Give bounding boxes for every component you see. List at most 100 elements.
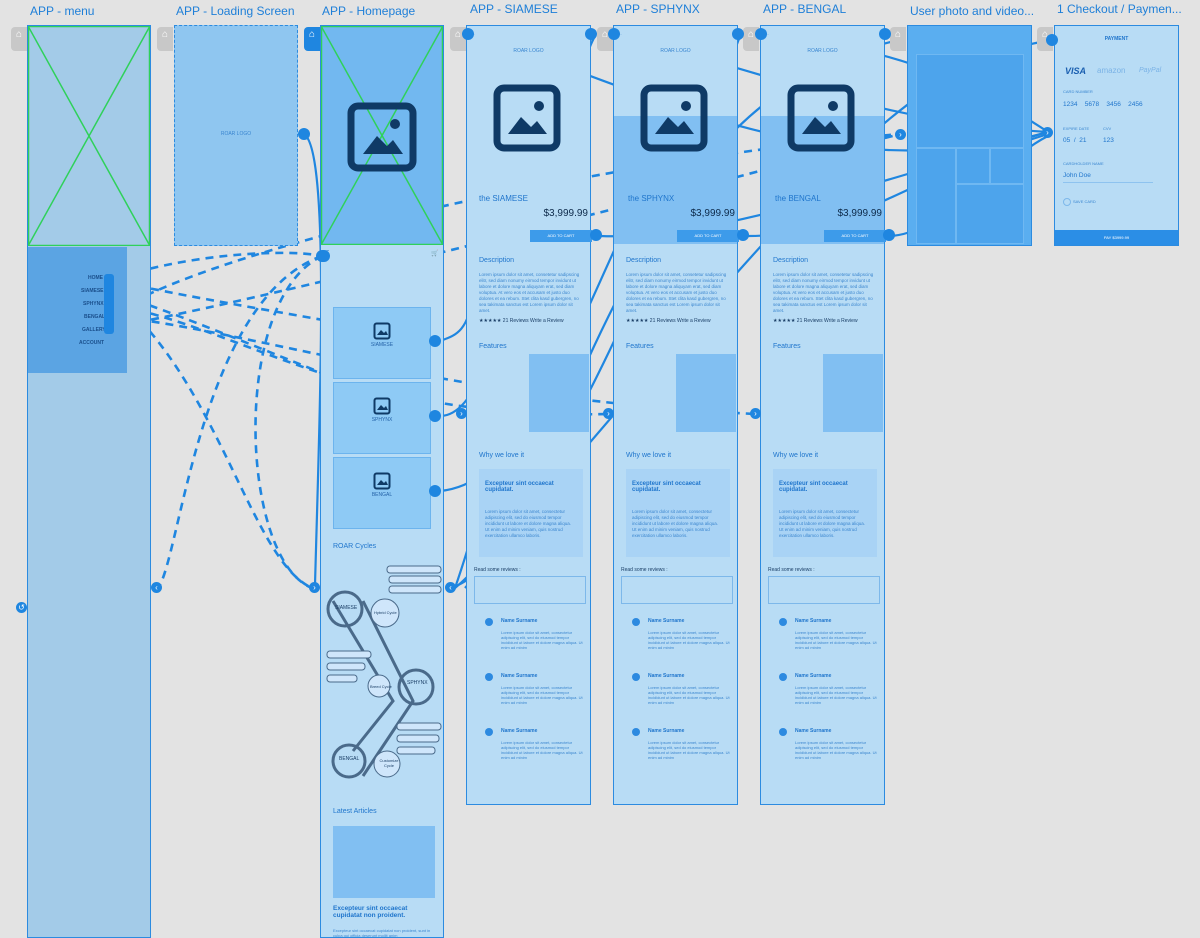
card-number-field[interactable]: 1234 5678 3456 2456 bbox=[1063, 101, 1143, 108]
cart-icon[interactable]: 🛒 bbox=[431, 251, 439, 257]
why-text: Lorem ipsum dolor sit amet, consectetur … bbox=[632, 509, 719, 538]
artboard-title-home: APP - Homepage bbox=[322, 4, 416, 18]
link-connector[interactable] bbox=[590, 229, 602, 241]
article-heading[interactable]: Excepteur sint occaecat cupidatat non pr… bbox=[333, 905, 408, 919]
chevron-left-icon[interactable]: ‹ bbox=[151, 582, 162, 593]
link-connector[interactable] bbox=[429, 410, 441, 422]
expiry-field[interactable]: 05 / 21 bbox=[1063, 137, 1087, 144]
read-reviews-label: Read some reviews : bbox=[621, 567, 668, 573]
chevron-right-icon[interactable]: › bbox=[456, 408, 467, 419]
rating-line[interactable]: ★★★★★ 21 Reviews Write a Review bbox=[479, 318, 564, 324]
card-part: 3456 bbox=[1106, 101, 1121, 108]
menu-item-gallery[interactable]: GALLERY bbox=[82, 327, 106, 333]
chevron-right-icon[interactable]: › bbox=[750, 408, 761, 419]
reviewer-name: Name Surname bbox=[795, 673, 832, 679]
breed-card-sphynx[interactable]: SPHYNX bbox=[333, 382, 431, 454]
link-connector[interactable] bbox=[298, 128, 310, 140]
artboard-title-checkout: 1 Checkout / Paymen... bbox=[1057, 2, 1182, 16]
amazon-logo[interactable]: amazon bbox=[1097, 66, 1126, 75]
artboard-title-bengal: APP - BENGAL bbox=[763, 2, 847, 16]
logo-text: ROAR LOGO bbox=[660, 48, 691, 54]
visa-logo[interactable]: VISA bbox=[1065, 66, 1087, 76]
features-title: Features bbox=[626, 343, 654, 350]
logo-text: ROAR LOGO bbox=[513, 48, 544, 54]
link-connector[interactable] bbox=[429, 335, 441, 347]
menu-item-home[interactable]: HOME bbox=[88, 275, 103, 281]
artboard-sphynx[interactable]: ← ROAR LOGO the SPHYNX $3,999.99 ADD TO … bbox=[613, 25, 739, 805]
article-image[interactable] bbox=[333, 826, 435, 898]
chevron-right-icon[interactable]: › bbox=[895, 129, 906, 140]
artboard-siamese[interactable]: ← ROAR LOGO the SIAMESE $3,999.99 ADD TO… bbox=[466, 25, 592, 805]
review-text: Lorem ipsum dolor sit amet, consectetur … bbox=[648, 740, 730, 760]
image-icon bbox=[347, 102, 417, 172]
menu-item-sphynx[interactable]: SPHYNX bbox=[83, 301, 104, 307]
review-input[interactable] bbox=[621, 576, 733, 604]
cardholder-field[interactable]: John Doe bbox=[1063, 172, 1153, 183]
breed-card-bengal[interactable]: BENGAL bbox=[333, 457, 431, 529]
chevron-right-icon[interactable]: › bbox=[309, 582, 320, 593]
link-connector[interactable] bbox=[316, 250, 330, 262]
description-text: Lorem ipsum dolor sit amet, consetetur s… bbox=[479, 272, 580, 313]
link-connector[interactable] bbox=[104, 274, 114, 334]
why-title: Why we love it bbox=[479, 452, 525, 459]
chevron-right-icon[interactable]: › bbox=[603, 408, 614, 419]
review-item: Name Surname Lorem ipsum dolor sit amet,… bbox=[614, 671, 737, 711]
expiry-month: 05 bbox=[1063, 137, 1071, 144]
add-to-cart-button[interactable]: ADD TO CART bbox=[530, 230, 592, 242]
why-card: Excepteur sint occaecat cupidatat. Lorem… bbox=[479, 469, 583, 557]
menu-item-bengal[interactable]: BENGAL bbox=[84, 314, 106, 320]
feature-image bbox=[823, 354, 883, 432]
artboard-checkout[interactable]: PAYMENT VISA amazon PayPal CARD NUMBER 1… bbox=[1054, 25, 1179, 246]
cycles-diagram bbox=[326, 565, 442, 779]
artboard-title-menu: APP - menu bbox=[30, 4, 95, 18]
link-connector[interactable] bbox=[585, 28, 597, 40]
link-connector[interactable] bbox=[462, 28, 474, 40]
link-connector[interactable] bbox=[1046, 34, 1058, 46]
link-connector[interactable] bbox=[755, 28, 767, 40]
artboard-home[interactable]: ☰ 🛒 SIAMESE SPHYNX BENGAL ROAR Cycles bbox=[320, 25, 444, 938]
artboard-gallery[interactable] bbox=[907, 25, 1032, 246]
review-input[interactable] bbox=[768, 576, 880, 604]
save-card-checkbox[interactable] bbox=[1063, 198, 1071, 206]
menu-item-siamese[interactable]: SIAMESE bbox=[81, 288, 104, 294]
reviewer-name: Name Surname bbox=[501, 618, 538, 624]
link-connector[interactable] bbox=[883, 229, 895, 241]
link-connector[interactable] bbox=[879, 28, 891, 40]
pay-button[interactable]: PAY $3999.99 bbox=[1055, 230, 1178, 245]
chevron-right-icon[interactable]: › bbox=[1042, 127, 1053, 138]
cvv-field[interactable]: 123 bbox=[1103, 137, 1114, 144]
link-connector[interactable] bbox=[732, 28, 744, 40]
back-icon[interactable]: ← bbox=[765, 31, 770, 37]
avatar-icon bbox=[632, 618, 640, 626]
artboard-loading[interactable]: ROAR LOGO bbox=[174, 25, 298, 246]
rating-line[interactable]: ★★★★★ 21 Reviews Write a Review bbox=[773, 318, 858, 324]
link-connector[interactable] bbox=[608, 28, 620, 40]
link-connector[interactable] bbox=[429, 485, 441, 497]
breed-card-siamese[interactable]: SIAMESE bbox=[333, 307, 431, 379]
why-heading: Excepteur sint occaecat cupidatat. bbox=[485, 481, 554, 493]
home-flow-icon[interactable]: ⌂ bbox=[304, 27, 320, 51]
artboard-bengal[interactable]: ← ROAR LOGO the BENGAL $3,999.99 ADD TO … bbox=[760, 25, 886, 805]
reviewer-name: Name Surname bbox=[501, 673, 538, 679]
back-icon[interactable]: ← bbox=[618, 31, 623, 37]
add-to-cart-button[interactable]: ADD TO CART bbox=[677, 230, 739, 242]
review-text: Lorem ipsum dolor sit amet, consectetur … bbox=[795, 685, 877, 705]
reviewer-name: Name Surname bbox=[795, 728, 832, 734]
add-to-cart-button[interactable]: ADD TO CART bbox=[824, 230, 886, 242]
chevron-left-icon[interactable]: ‹ bbox=[445, 582, 456, 593]
home-flow-icon[interactable]: ⌂ bbox=[11, 27, 27, 51]
artboard-menu[interactable]: HOME SIAMESE SPHYNX BENGAL GALLERY ACCOU… bbox=[27, 25, 151, 938]
why-card: Excepteur sint occaecat cupidatat. Lorem… bbox=[773, 469, 877, 557]
cardholder-label: CARDHOLDER NAME bbox=[1063, 161, 1104, 166]
home-flow-icon[interactable]: ⌂ bbox=[890, 27, 906, 51]
paypal-logo[interactable]: PayPal bbox=[1139, 67, 1162, 74]
review-input[interactable] bbox=[474, 576, 586, 604]
home-flow-icon[interactable]: ⌂ bbox=[157, 27, 173, 51]
link-connector[interactable] bbox=[737, 229, 749, 241]
review-text: Lorem ipsum dolor sit amet, consectetur … bbox=[501, 740, 583, 760]
back-arrow-icon[interactable]: ↺ bbox=[16, 602, 27, 613]
image-icon bbox=[787, 84, 855, 152]
menu-item-account[interactable]: ACCOUNT bbox=[79, 340, 104, 346]
avatar-icon bbox=[485, 618, 493, 626]
rating-line[interactable]: ★★★★★ 21 Reviews Write a Review bbox=[626, 318, 711, 324]
